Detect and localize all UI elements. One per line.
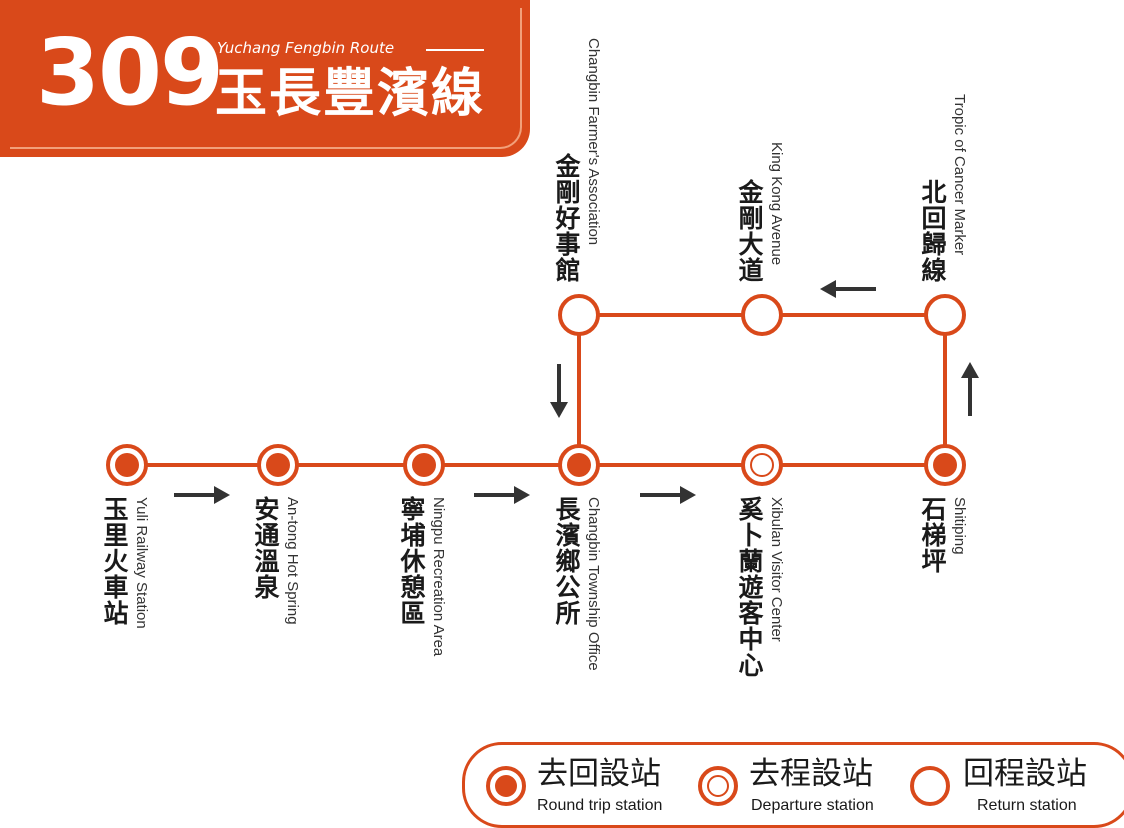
- station-marker-antong: [257, 444, 299, 486]
- station-label-zh-shitiping: 石梯坪: [921, 495, 947, 576]
- station-marker-changbin-office: [558, 444, 600, 486]
- return-station-icon: [910, 766, 950, 806]
- station-label-en-xibulan: Xibulan Visitor Center: [768, 497, 785, 642]
- arrow-right-icon: [474, 486, 530, 504]
- arrow-down-icon: [550, 364, 568, 418]
- station-label-en-kingkong: King Kong Avenue: [768, 142, 785, 266]
- route-number: 309: [36, 19, 224, 126]
- station-label-en-shitiping: Shitiping: [951, 497, 968, 555]
- station-label-zh-kingkong: 金剛大道: [738, 178, 764, 285]
- station-marker-farmers: [558, 294, 600, 336]
- route-map: [106, 280, 979, 504]
- legend-label-zh: 去回設站: [537, 756, 661, 792]
- legend-label-en: Round trip station: [537, 797, 663, 814]
- route-name-underline: [426, 49, 484, 51]
- station-label-zh-tropic: 北回歸線: [921, 178, 947, 285]
- station-marker-shitiping: [924, 444, 966, 486]
- route-header: 309 Yuchang Fengbin Route 玉長豐濱線: [0, 0, 530, 157]
- route-name-zh: 玉長豐濱線: [215, 64, 486, 124]
- legend-label-en: Departure station: [751, 797, 874, 814]
- direction-arrows: [174, 280, 979, 504]
- station-label-en-yuli: Yuli Railway Station: [133, 497, 150, 629]
- header-border: [10, 8, 522, 149]
- route-lines: [127, 313, 947, 467]
- station-label-zh-antong: 安通溫泉: [254, 495, 280, 602]
- station-marker-kingkong: [741, 294, 783, 336]
- legend: 去回設站 Round trip station 去程設站 Departure s…: [462, 742, 1124, 828]
- station-label-zh-farmers: 金剛好事館: [555, 152, 581, 285]
- legend-label-en: Return station: [977, 797, 1077, 814]
- station-label-en-ningpu: Ningpu Recreation Area: [430, 497, 447, 657]
- departure-station-icon: [698, 766, 738, 806]
- station-label-zh-ningpu: 寧埔休憩區: [400, 495, 426, 628]
- station-marker-yuli: [106, 444, 148, 486]
- arrow-right-icon: [640, 486, 696, 504]
- station-markers: [106, 294, 966, 486]
- station-label-zh-changbin-office: 長濱鄉公所: [555, 495, 581, 628]
- arrow-up-icon: [961, 362, 979, 416]
- station-label-en-antong: An-tong Hot Spring: [284, 497, 301, 625]
- station-label-en-changbin-office: Changbin Township Office: [585, 497, 602, 671]
- legend-label-zh: 去程設站: [749, 756, 873, 792]
- arrow-left-icon: [820, 280, 876, 298]
- round-trip-station-icon: [486, 766, 526, 806]
- station-marker-xibulan: [741, 444, 783, 486]
- station-marker-tropic: [924, 294, 966, 336]
- route-name-en: Yuchang Fengbin Route: [217, 39, 395, 57]
- station-label-zh-xibulan: 奚卜蘭遊客中心: [738, 495, 764, 680]
- arrow-right-icon: [174, 486, 230, 504]
- station-label-en-tropic: Tropic of Cancer Marker: [951, 94, 968, 256]
- station-label-en-farmers: Changbin Farmer's Association: [585, 38, 602, 246]
- station-label-zh-yuli: 玉里火車站: [103, 495, 129, 628]
- legend-label-zh: 回程設站: [963, 756, 1087, 792]
- station-marker-ningpu: [403, 444, 445, 486]
